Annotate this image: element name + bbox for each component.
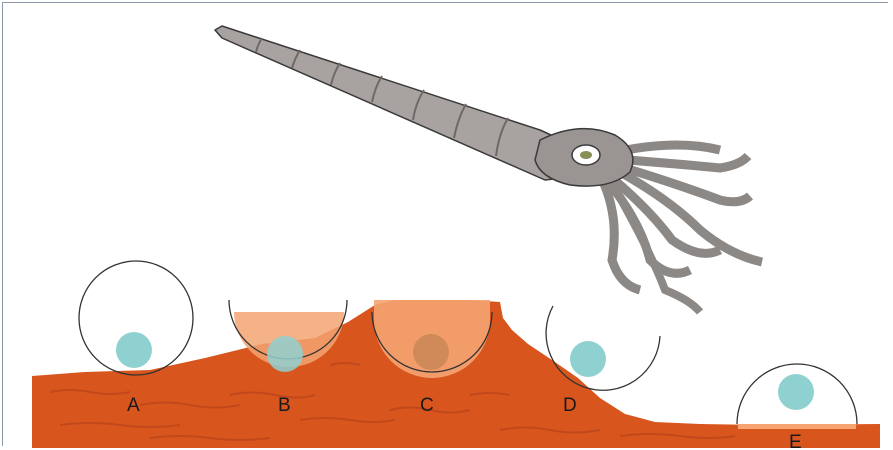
cephalopod-pupil	[580, 151, 592, 159]
label-e: E	[789, 432, 802, 450]
label-a: A	[127, 395, 140, 416]
label-c: C	[420, 395, 434, 416]
label-d: D	[563, 395, 577, 416]
circle-e	[737, 364, 857, 424]
bubble-e	[778, 374, 814, 410]
bubble-a	[116, 332, 152, 368]
conical-shell	[215, 26, 578, 180]
circle-a	[79, 261, 193, 375]
bubble-d	[570, 341, 606, 377]
bubble-b	[267, 336, 303, 372]
bubble-c	[413, 334, 449, 370]
cephalopod-with-conical-shell-icon	[215, 26, 762, 312]
label-b: B	[278, 395, 291, 416]
seabed-base-e	[738, 424, 856, 429]
